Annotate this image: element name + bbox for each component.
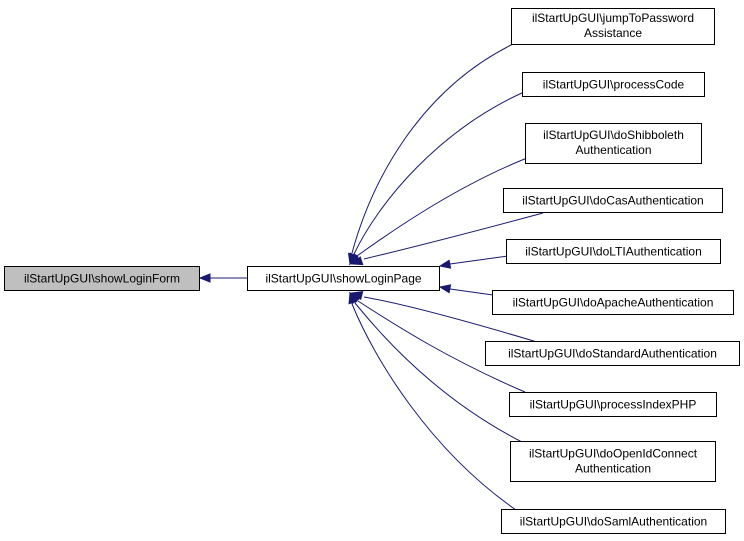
node-label: ilStartUpGUI\doCasAuthentication xyxy=(522,194,703,208)
edge-do-standard-authentication xyxy=(363,296,538,343)
edge-do-apache-authentication-arrowhead xyxy=(438,284,452,294)
edge-do-shibboleth-authentication xyxy=(356,157,528,257)
edge-show-login-page-to-show-login-form-arrowhead xyxy=(198,273,211,283)
edge-do-apache-authentication xyxy=(449,288,494,296)
node-label-line-2: Authentication xyxy=(575,143,651,157)
edge-do-cas-authentication-arrowhead xyxy=(350,256,364,266)
node-label: ilStartUpGUI\processIndexPHP xyxy=(530,398,697,412)
node-label-line-1: ilStartUpGUI\doOpenIdConnect xyxy=(529,447,698,461)
edge-do-cas-authentication xyxy=(363,212,544,260)
node-show-login-form[interactable]: ilStartUpGUI\showLoginForm xyxy=(4,266,200,291)
node-do-standard-authentication[interactable]: ilStartUpGUI\doStandardAuthentication xyxy=(485,341,740,366)
node-do-cas-authentication[interactable]: ilStartUpGUI\doCasAuthentication xyxy=(503,188,723,213)
node-do-saml-authentication[interactable]: ilStartUpGUI\doSamlAuthentication xyxy=(501,509,726,534)
edge-jump-to-password-assistance xyxy=(351,43,514,254)
node-label: ilStartUpGUI\showLoginForm xyxy=(24,272,180,286)
node-label: ilStartUpGUI\doLTIAuthentication xyxy=(525,245,702,259)
edge-do-open-id-connect-authentication xyxy=(354,302,523,443)
node-do-open-id-connect-authentication[interactable]: ilStartUpGUI\doOpenIdConnect Authenticat… xyxy=(510,441,716,482)
node-jump-to-password-assistance[interactable]: ilStartUpGUI\jumpToPassword Assistance xyxy=(511,8,715,45)
node-do-shibboleth-authentication[interactable]: ilStartUpGUI\doShibboleth Authentication xyxy=(525,123,702,164)
edge-do-saml-authentication-arrowhead xyxy=(348,291,358,305)
node-process-code[interactable]: ilStartUpGUI\processCode xyxy=(522,72,705,97)
edge-do-saml-authentication xyxy=(351,303,517,511)
node-label: ilStartUpGUI\doSamlAuthentication xyxy=(520,515,707,529)
node-show-login-page[interactable]: ilStartUpGUI\showLoginPage xyxy=(247,266,440,291)
edge-do-lti-authentication-arrowhead xyxy=(438,259,452,269)
node-label-line-2: Assistance xyxy=(584,26,642,40)
node-label: ilStartUpGUI\processCode xyxy=(543,78,685,92)
node-label: ilStartUpGUI\showLoginPage xyxy=(265,272,421,286)
node-do-lti-authentication[interactable]: ilStartUpGUI\doLTIAuthentication xyxy=(506,239,721,264)
edge-do-lti-authentication xyxy=(449,255,509,265)
node-label: ilStartUpGUI\doStandardAuthentication xyxy=(508,347,717,361)
node-label: ilStartUpGUI\doApacheAuthentication xyxy=(513,296,714,310)
node-process-index-php[interactable]: ilStartUpGUI\processIndexPHP xyxy=(509,392,717,417)
node-label-line-2: Authentication xyxy=(575,462,651,476)
edges-layer xyxy=(198,43,544,511)
edge-process-index-php xyxy=(357,300,526,393)
node-do-apache-authentication[interactable]: ilStartUpGUI\doApacheAuthentication xyxy=(492,290,734,315)
node-label-line-1: ilStartUpGUI\doShibboleth xyxy=(543,128,684,142)
edge-process-code xyxy=(353,91,525,255)
node-label-line-1: ilStartUpGUI\jumpToPassword xyxy=(532,11,694,25)
